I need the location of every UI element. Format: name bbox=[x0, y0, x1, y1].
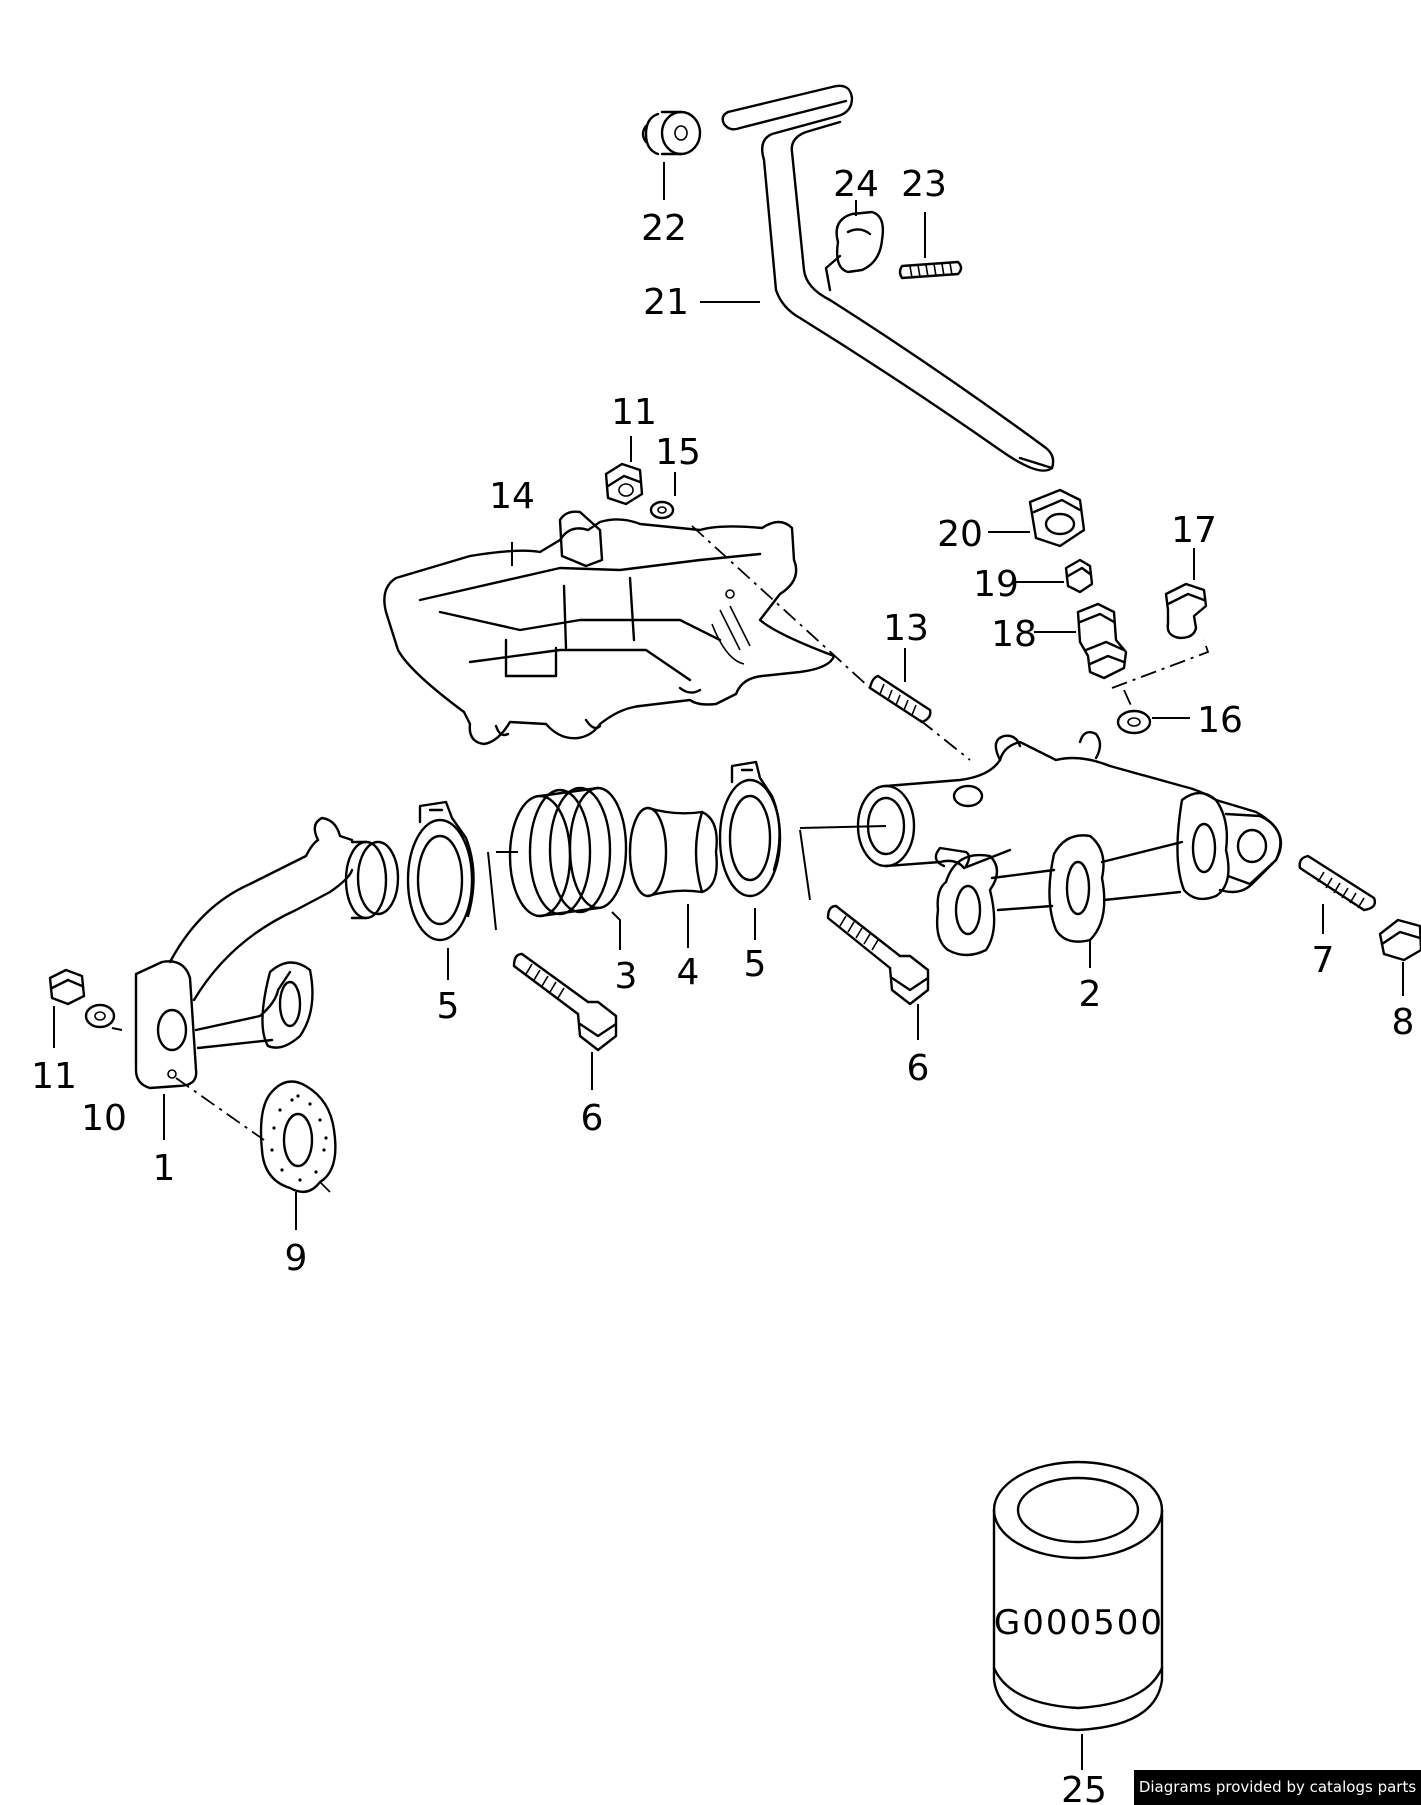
part-22-grommet bbox=[641, 110, 702, 156]
part-15-washer bbox=[649, 500, 675, 520]
canister-label: G000500 bbox=[994, 1603, 1164, 1643]
callout-13: 13 bbox=[883, 608, 929, 649]
callout-5a: 5 bbox=[437, 986, 460, 1027]
callout-1: 1 bbox=[153, 1148, 176, 1189]
callout-7: 7 bbox=[1312, 940, 1335, 981]
callout-10: 10 bbox=[81, 1098, 127, 1139]
part-25-canister bbox=[992, 1460, 1164, 1732]
part-1-front-pipe bbox=[134, 816, 400, 1090]
callout-9: 9 bbox=[285, 1238, 308, 1279]
part-21-hose bbox=[721, 84, 1055, 472]
part-17-plug bbox=[1164, 582, 1208, 640]
callout-11b: 11 bbox=[31, 1056, 77, 1097]
part-13-stud bbox=[868, 674, 932, 724]
callout-4: 4 bbox=[677, 952, 700, 993]
credit-banner: Diagrams provided by catalogs parts bbox=[1134, 1770, 1421, 1805]
part-8-nut bbox=[1378, 918, 1421, 962]
part-18-union bbox=[1076, 602, 1128, 680]
part-10-washer bbox=[84, 1003, 116, 1029]
part-6-bolt-left bbox=[512, 952, 618, 1052]
callout-22: 22 bbox=[641, 208, 687, 249]
callout-18: 18 bbox=[991, 614, 1037, 655]
callout-14: 14 bbox=[489, 476, 535, 517]
callout-17: 17 bbox=[1171, 510, 1217, 551]
callout-8: 8 bbox=[1392, 1002, 1415, 1043]
callout-24: 24 bbox=[833, 164, 879, 205]
callout-25: 25 bbox=[1061, 1770, 1107, 1805]
callout-5b: 5 bbox=[744, 944, 767, 985]
part-11-nut-lower bbox=[48, 968, 86, 1006]
callout-19: 19 bbox=[973, 564, 1019, 605]
callout-16: 16 bbox=[1197, 700, 1243, 741]
part-5-clamp-right bbox=[718, 760, 782, 898]
callout-11a: 11 bbox=[611, 392, 657, 433]
part-20-fitting-nut bbox=[1028, 488, 1086, 548]
part-9-gasket bbox=[259, 1080, 337, 1194]
part-23-stud bbox=[898, 260, 963, 280]
callout-3: 3 bbox=[615, 956, 638, 997]
part-2-exhaust-manifold bbox=[856, 731, 1283, 957]
callout-15: 15 bbox=[655, 432, 701, 473]
part-4-sleeve bbox=[628, 806, 718, 898]
part-24-clip bbox=[824, 210, 885, 292]
part-14-heat-shield bbox=[383, 510, 836, 746]
part-16-washer bbox=[1116, 709, 1152, 735]
part-5-clamp-left bbox=[406, 800, 475, 942]
callout-6b: 6 bbox=[907, 1048, 930, 1089]
part-19-ferrule bbox=[1064, 558, 1094, 594]
part-3-bellows bbox=[508, 786, 628, 918]
callout-20: 20 bbox=[937, 514, 983, 555]
part-11-nut-upper bbox=[604, 462, 644, 506]
callout-6a: 6 bbox=[581, 1098, 604, 1139]
part-6-bolt-right bbox=[826, 904, 930, 1006]
callout-23: 23 bbox=[901, 164, 947, 205]
callout-21: 21 bbox=[643, 282, 689, 323]
callout-2: 2 bbox=[1079, 974, 1102, 1015]
part-7-stud bbox=[1298, 854, 1377, 912]
